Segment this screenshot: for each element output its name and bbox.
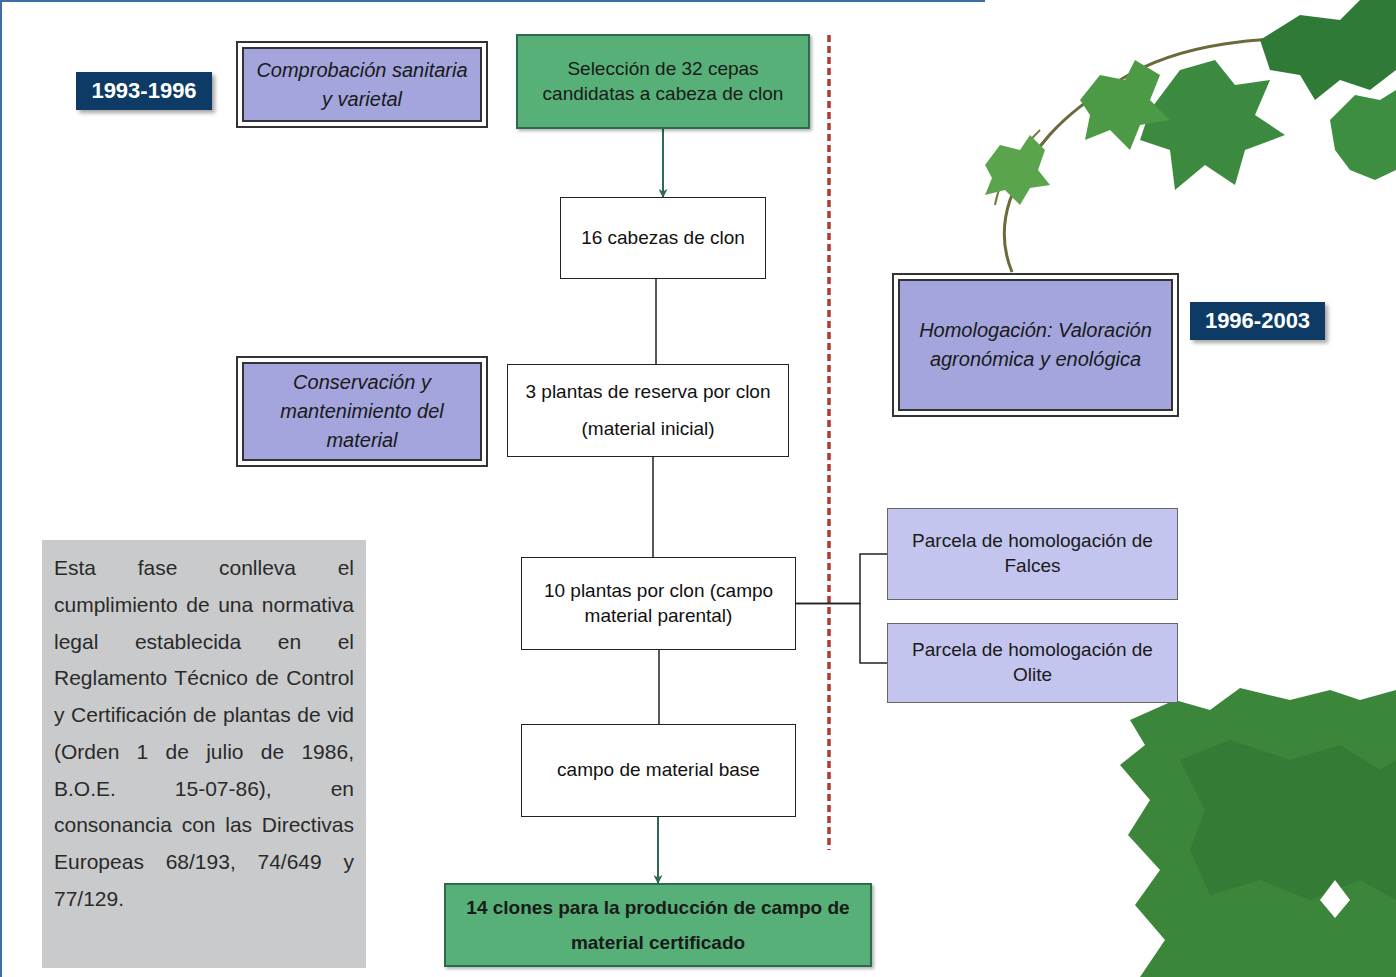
node-text: Homologación: Valoración agronómica y en… — [910, 316, 1161, 374]
text-group: 3 plantas de reserva por clon (material … — [518, 374, 778, 446]
text-group: campo de material base — [557, 758, 760, 783]
text-group: Esta fase conlleva el cumplimiento de un… — [54, 550, 354, 918]
process-box: 16 cabezas de clon — [560, 197, 766, 279]
dashed-divider — [827, 35, 831, 850]
text-group: 14 clones para la producción de campo de… — [458, 890, 858, 960]
node-text: Esta fase conlleva el cumplimiento de un… — [54, 550, 354, 918]
text-group: Comprobación sanitaria y varietal — [254, 56, 470, 114]
node-text: 16 cabezas de clon — [581, 220, 745, 256]
text-group: Conservación y mantenimiento del materia… — [254, 368, 470, 455]
phase-box: Conservación y mantenimiento del materia… — [242, 362, 482, 461]
connector-line — [655, 279, 657, 364]
result-box: 14 clones para la producción de campo de… — [444, 883, 872, 967]
connector-line — [796, 554, 887, 604]
flow-arrow — [657, 817, 659, 883]
connector-line — [796, 604, 887, 664]
connector-line — [652, 457, 654, 557]
period-badge: 1993-1996 — [76, 72, 212, 110]
node-text: Parcela de homologación de Olite — [898, 638, 1167, 687]
vine-illustration — [985, 0, 1396, 272]
node-text: 1996-2003 — [1205, 308, 1310, 334]
frame-line — [0, 0, 985, 2]
connector-line — [658, 650, 660, 724]
text-group: 16 cabezas de clon — [581, 220, 745, 256]
node-text: 3 plantas de reserva por clon (material … — [518, 374, 778, 446]
process-box: campo de material base — [521, 724, 796, 817]
text-group: 1993-1996 — [91, 78, 196, 104]
node-text: Selección de 32 cepas candidatas a cabez… — [528, 57, 798, 106]
node-text: Parcela de homologación de Falces — [898, 529, 1167, 578]
leaf-illustration — [1120, 688, 1396, 977]
node-text: campo de material base — [557, 758, 760, 783]
text-group: Parcela de homologación de Olite — [898, 638, 1167, 687]
text-group: 10 plantas por clon (campo material pare… — [532, 579, 785, 628]
phase-box: Homologación: Valoración agronómica y en… — [898, 279, 1173, 411]
node-text: 10 plantas por clon (campo material pare… — [532, 579, 785, 628]
flow-arrow — [662, 129, 664, 197]
period-badge: 1996-2003 — [1190, 302, 1325, 340]
node-text: 14 clones para la producción de campo de… — [458, 890, 858, 960]
process-box: 10 plantas por clon (campo material pare… — [521, 557, 796, 650]
text-group: Selección de 32 cepas candidatas a cabez… — [528, 57, 798, 106]
text-group: 1996-2003 — [1205, 308, 1310, 334]
start-box: Selección de 32 cepas candidatas a cabez… — [516, 34, 810, 129]
process-box: 3 plantas de reserva por clon (material … — [507, 364, 789, 457]
plot-box: Parcela de homologación de Falces — [887, 508, 1178, 600]
text-group: Homologación: Valoración agronómica y en… — [910, 316, 1161, 374]
plot-box: Parcela de homologación de Olite — [887, 623, 1178, 703]
node-text: Conservación y mantenimiento del materia… — [254, 368, 470, 455]
node-text: 1993-1996 — [91, 78, 196, 104]
note-box: Esta fase conlleva el cumplimiento de un… — [42, 540, 366, 968]
node-text: Comprobación sanitaria y varietal — [254, 56, 470, 114]
frame-line — [0, 0, 2, 977]
text-group: Parcela de homologación de Falces — [898, 529, 1167, 578]
phase-box: Comprobación sanitaria y varietal — [242, 47, 482, 122]
